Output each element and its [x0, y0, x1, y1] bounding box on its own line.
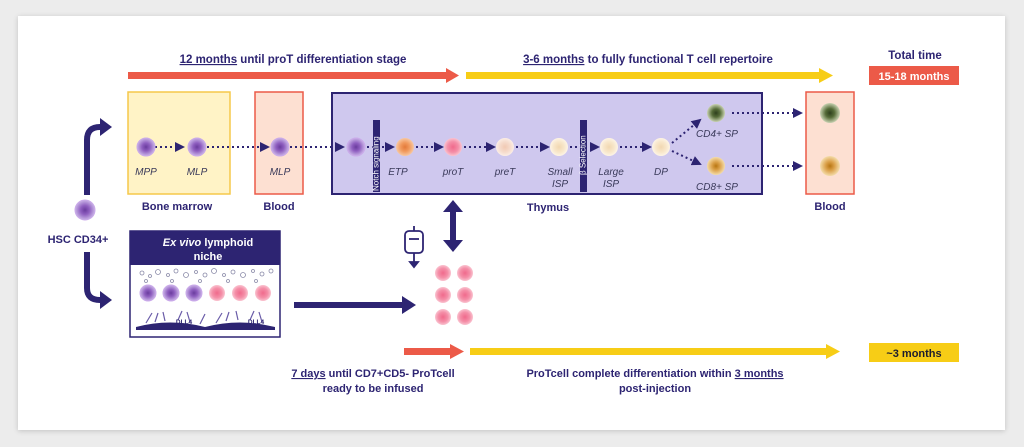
label-dp: DP: [654, 167, 668, 178]
label-small-isp-1: Small: [547, 167, 573, 178]
bottom-left-line1: 7 days until CD7+CD5- ProTcell: [291, 368, 454, 380]
label-large-isp-2: ISP: [603, 179, 619, 190]
niche-cells-row: [139, 284, 271, 302]
iv-bag-icon: [404, 226, 424, 269]
ex-vivo-niche-box: Ex vivo lymphoid niche DLL4 DLL4: [129, 230, 281, 338]
niche-to-protcell-arrow: [294, 296, 416, 314]
label-small-isp-2: ISP: [552, 179, 568, 190]
diagram-card: [18, 16, 1005, 430]
cell-cd4: [707, 104, 725, 122]
label-mlp-blood: MLP: [270, 167, 291, 178]
cell-prot: [444, 138, 462, 156]
bottom-left-line2: ready to be infused: [323, 383, 424, 395]
niche-title-line1: Ex vivo lymphoid: [163, 237, 253, 249]
blood-right-label: Blood: [814, 201, 845, 213]
total-time-badge: 15-18 months: [869, 66, 959, 85]
dll4-right-label: DLL4: [248, 319, 265, 326]
bottom-yellow-timeline-arrow: [470, 344, 840, 359]
cell-blood-cd8: [820, 156, 840, 176]
total-time-title: Total time: [888, 50, 941, 62]
bottom-red-timeline-arrow: [404, 344, 464, 359]
thymus-protcell-double-arrow: [443, 200, 463, 252]
cell-small-isp: [550, 138, 568, 156]
protcell-cluster: [435, 265, 473, 325]
thymus-label: Thymus: [527, 202, 569, 214]
cell-mlp-blood: [270, 137, 290, 157]
cell-cd8: [707, 157, 725, 175]
svg-text:β Selection: β Selection: [579, 135, 588, 175]
thymus-box: [331, 92, 763, 195]
cell-mlp-marrow: [187, 137, 207, 157]
cell-dp: [652, 138, 670, 156]
arrow-dp-cd4: [671, 118, 702, 144]
niche-bubbles: [139, 268, 274, 283]
flow-arrows: [155, 108, 803, 171]
cell-labels: MPP MLP MLP ETP proT preT Small ISP Larg…: [135, 129, 738, 193]
label-pret: preT: [494, 167, 516, 178]
svg-text:Notch signaling: Notch signaling: [372, 136, 381, 191]
arrow-dp-cd8: [671, 150, 702, 166]
blood-left-box: [254, 91, 304, 195]
hsc-branch-arrows: [84, 118, 112, 309]
bottom-right-line2: post-injection: [619, 383, 691, 395]
cell-mpp: [136, 137, 156, 157]
top-right-duration-label: 3-6 months to fully functional T cell re…: [523, 54, 773, 66]
hsc-label: HSC CD34+: [48, 234, 109, 246]
cell-etp: [396, 138, 414, 156]
niche-title-line2: niche: [194, 251, 223, 263]
cell-large-isp: [600, 138, 618, 156]
label-prot: proT: [442, 167, 464, 178]
label-large-isp-1: Large: [598, 167, 624, 178]
top-red-timeline-arrow: [128, 68, 459, 83]
label-etp: ETP: [388, 167, 408, 178]
dll4-left-label: DLL4: [176, 319, 193, 326]
cell-hsc: [74, 199, 96, 221]
bottom-total-badge: ~3 months: [869, 343, 959, 362]
blood-left-label: Blood: [263, 201, 294, 213]
label-cd8-sp: CD8+ SP: [696, 182, 738, 193]
cell-blood-cd4: [820, 103, 840, 123]
notch-signaling-bar: Notch signaling: [372, 120, 381, 192]
svg-text:15-18 months: 15-18 months: [879, 71, 950, 83]
svg-text:~3 months: ~3 months: [886, 348, 941, 360]
label-mlp-marrow: MLP: [187, 167, 208, 178]
niche-dll4-surface: DLL4 DLL4: [136, 310, 275, 330]
label-cd4-sp: CD4+ SP: [696, 129, 738, 140]
top-yellow-timeline-arrow: [466, 68, 833, 83]
bone-marrow-label: Bone marrow: [142, 201, 213, 213]
cell-thymus-entry: [346, 137, 366, 157]
cell-pret: [496, 138, 514, 156]
top-left-duration-label: 12 months until proT differentiation sta…: [180, 54, 407, 66]
b-selection-bar: β Selection: [579, 120, 588, 192]
label-mpp: MPP: [135, 167, 157, 178]
bottom-right-line1: ProTcell complete differentiation within…: [526, 368, 783, 380]
